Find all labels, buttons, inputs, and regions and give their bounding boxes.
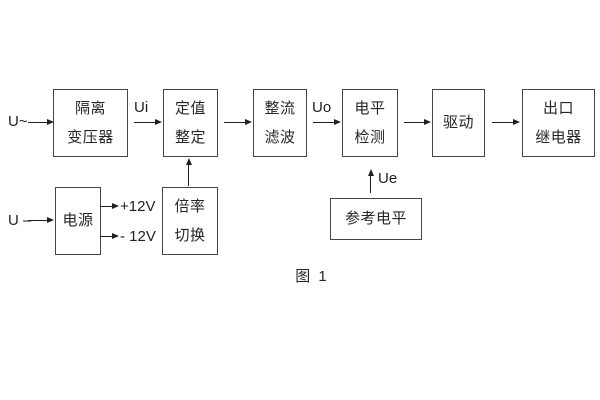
block-setting-adjust: 定值 整定 [163, 89, 218, 157]
block-label: 整定 [174, 128, 206, 146]
u-dc-label: U – [8, 212, 32, 229]
plus12v-arrow [100, 202, 119, 209]
block-driver: 驱动 [432, 89, 485, 157]
block-label: 定值 [174, 99, 206, 117]
block-label: 切换 [174, 226, 206, 244]
block-label: 滤波 [264, 128, 296, 146]
block-label: 驱动 [442, 114, 474, 131]
block-level-detector: 电平 检测 [342, 89, 398, 157]
block-power-supply: 电源 [55, 187, 101, 255]
driver-to-relay-arrow [492, 118, 520, 125]
ue-label: Ue [378, 170, 398, 187]
detector-to-driver-arrow [404, 118, 431, 125]
block-rectifier-filter: 整流 滤波 [253, 89, 307, 157]
block-label: 电平 [354, 99, 386, 117]
ratio-to-setting-arrow [186, 158, 192, 186]
minus12v-arrow [100, 232, 119, 239]
block-isolation-transformer: 隔离 变压器 [53, 89, 128, 157]
ui-arrow [134, 118, 162, 125]
block-label: 隔离 [74, 99, 106, 117]
ui-label: Ui [134, 99, 149, 116]
ue-arrow [368, 169, 374, 193]
block-label: 整流 [264, 99, 296, 117]
ac-input-arrow [28, 118, 54, 125]
u-ac-label: U~ [8, 113, 28, 130]
uo-arrow [313, 118, 341, 125]
minus12v-label: - 12V [120, 228, 156, 245]
plus12v-label: +12V [120, 198, 156, 215]
block-output-relay: 出口 继电器 [522, 89, 595, 157]
block-label: 电源 [62, 212, 94, 229]
uo-label: Uo [312, 99, 332, 116]
block-label: 变压器 [67, 128, 114, 146]
dc-input-arrow [28, 216, 54, 223]
block-label: 出口 [542, 99, 574, 117]
block-label: 继电器 [535, 128, 582, 146]
block-label: 参考电平 [344, 210, 407, 227]
block-label: 检测 [354, 128, 386, 146]
block-label: 倍率 [174, 197, 206, 215]
figure-caption: 图 1 [295, 268, 329, 285]
block-ratio-switch: 倍率 切换 [162, 187, 218, 255]
setting-to-rectifier-arrow [224, 118, 252, 125]
block-reference-level: 参考电平 [330, 198, 422, 240]
